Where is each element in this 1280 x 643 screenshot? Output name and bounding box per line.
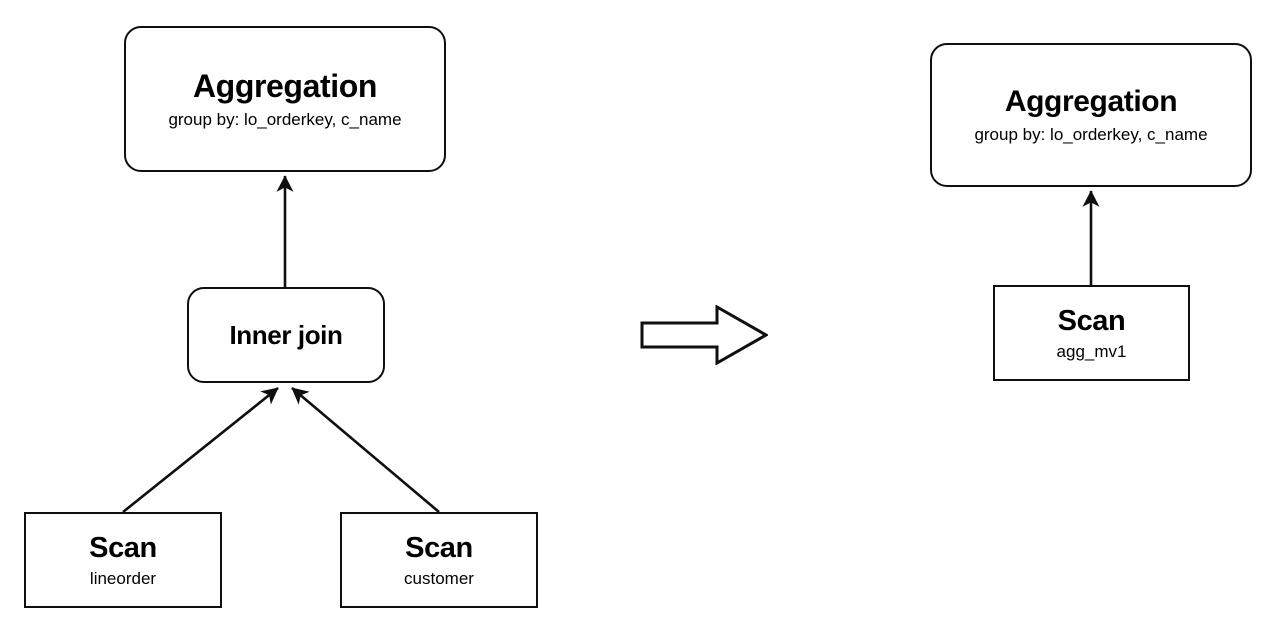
node-subtitle: agg_mv1 <box>1056 341 1127 361</box>
node-title: Aggregation <box>1004 85 1178 118</box>
node-title: Aggregation <box>192 68 378 104</box>
node-aggregation-left: Aggregation group by: lo_orderkey, c_nam… <box>124 26 446 172</box>
node-inner-join: Inner join <box>187 287 385 383</box>
node-aggregation-right: Aggregation group by: lo_orderkey, c_nam… <box>930 43 1252 187</box>
node-scan-customer: Scan customer <box>340 512 538 608</box>
node-scan-lineorder: Scan lineorder <box>24 512 222 608</box>
node-subtitle: lineorder <box>89 568 157 588</box>
block-arrow-right-icon <box>640 305 768 365</box>
node-title: Scan <box>1057 304 1126 337</box>
node-title: Inner join <box>229 320 343 350</box>
edge-scan-customer-to-innerjoin <box>291 387 440 513</box>
edge-scan-lineorder-to-innerjoin <box>122 386 279 514</box>
node-subtitle: group by: lo_orderkey, c_name <box>168 110 402 129</box>
node-subtitle: customer <box>404 568 474 588</box>
node-scan-agg-mv1: Scan agg_mv1 <box>993 285 1190 381</box>
node-title: Scan <box>405 531 473 564</box>
node-title: Scan <box>89 531 157 564</box>
node-subtitle: group by: lo_orderkey, c_name <box>974 125 1208 144</box>
